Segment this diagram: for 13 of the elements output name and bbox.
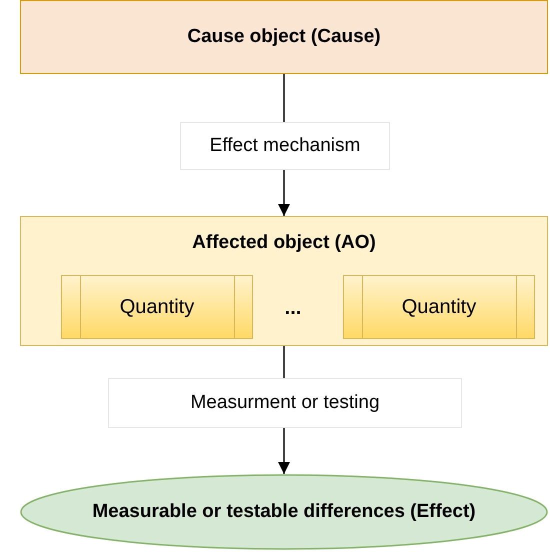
node-label: Affected object (AO): [192, 231, 376, 255]
node-label: Cause object (Cause): [187, 25, 381, 49]
ellipsis-label: ...: [284, 296, 302, 320]
effect-ellipse: [20, 474, 548, 550]
cause-box: [20, 0, 548, 74]
node-label: Measurable or testable differences (Effect): [92, 500, 476, 524]
group-box: [20, 216, 548, 346]
quantity-box: [343, 275, 535, 339]
node-label: Quantity: [120, 294, 194, 320]
node-label: Quantity: [402, 294, 476, 320]
quantity-box: [61, 275, 253, 339]
edge-label: Effect mechanism: [180, 122, 390, 170]
edge-label: Measurment or testing: [108, 378, 462, 428]
